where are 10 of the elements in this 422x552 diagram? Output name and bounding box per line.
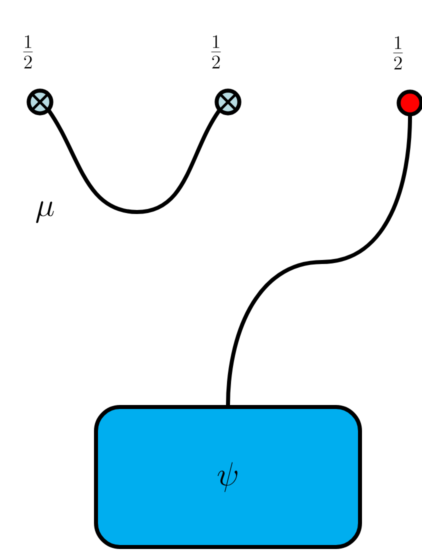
wire xyxy=(47,109,221,214)
edge-label: $\mu$ xyxy=(36,201,54,224)
process-box: $\psi$ xyxy=(94,405,362,549)
crossed-circle xyxy=(26,88,54,116)
fraction-label: $\frac{1}{2}$ xyxy=(211,35,221,68)
crossed-circle xyxy=(214,88,242,116)
fraction-label: $\frac{1}{2}$ xyxy=(393,36,403,70)
dot xyxy=(396,90,422,116)
wire xyxy=(226,114,412,407)
fraction-label: $\frac{1}{2}$ xyxy=(23,35,33,68)
